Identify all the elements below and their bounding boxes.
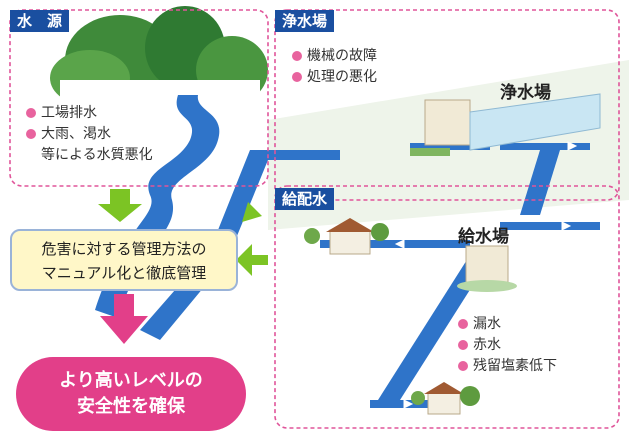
mountain-illustration — [50, 6, 268, 110]
goal-bubble: より高いレベルの 安全性を確保 — [16, 357, 246, 431]
supply-station-label: 給水場 — [458, 227, 509, 247]
goal-line-1: より高いレベルの — [59, 370, 203, 391]
source-bullets: 工場排水 大雨、渇水 等による水質悪化 — [26, 103, 153, 166]
list-item: 工場排水 — [26, 103, 153, 124]
list-item: 赤水 — [458, 335, 557, 356]
pink-bullet-icon — [26, 108, 36, 118]
supply-station-illustration — [457, 245, 517, 292]
list-item: 残留塩素低下 — [458, 356, 557, 377]
policy-line-2: マニュアル化と徹底管理 — [41, 264, 207, 282]
pink-bullet-icon — [458, 319, 468, 329]
source-continuation: 等による水質悪化 — [41, 147, 153, 163]
pink-bullet-icon — [458, 361, 468, 371]
plant-tag: 浄水場 — [275, 10, 335, 32]
list-item: 漏水 — [458, 314, 557, 335]
house-illustration-left — [304, 218, 389, 255]
pink-bullet-icon — [292, 51, 302, 61]
policy-line-1: 危害に対する管理方法の — [41, 240, 207, 258]
list-item: 大雨、渇水 — [26, 124, 153, 145]
arrow-down-policy — [100, 294, 148, 344]
pink-bullet-icon — [458, 340, 468, 350]
plant-region-border — [274, 9, 620, 201]
plant-bullets: 機械の故障 処理の悪化 — [292, 46, 377, 88]
source-tag: 水 源 — [10, 10, 70, 32]
list-item: 機械の故障 — [292, 46, 377, 67]
list-item: 処理の悪化 — [292, 67, 377, 88]
plant-place-label: 浄水場 — [500, 83, 551, 103]
arrow-from-plant — [242, 196, 268, 222]
arrow-from-distribution — [236, 244, 268, 276]
distribution-tag: 給配水 — [275, 188, 335, 210]
source-region-border — [9, 9, 269, 187]
distribution-bullets: 漏水 赤水 残留塩素低下 — [458, 314, 557, 377]
water-plant-illustration — [410, 93, 601, 156]
arrow-down-source — [98, 189, 142, 222]
goal-line-2: 安全性を確保 — [77, 396, 185, 417]
house-illustration-bottom — [411, 382, 480, 415]
pink-bullet-icon — [26, 129, 36, 139]
distribution-region-border — [274, 185, 620, 429]
policy-box: 危害に対する管理方法の マニュアル化と徹底管理 — [10, 229, 238, 291]
pink-bullet-icon — [292, 72, 302, 82]
